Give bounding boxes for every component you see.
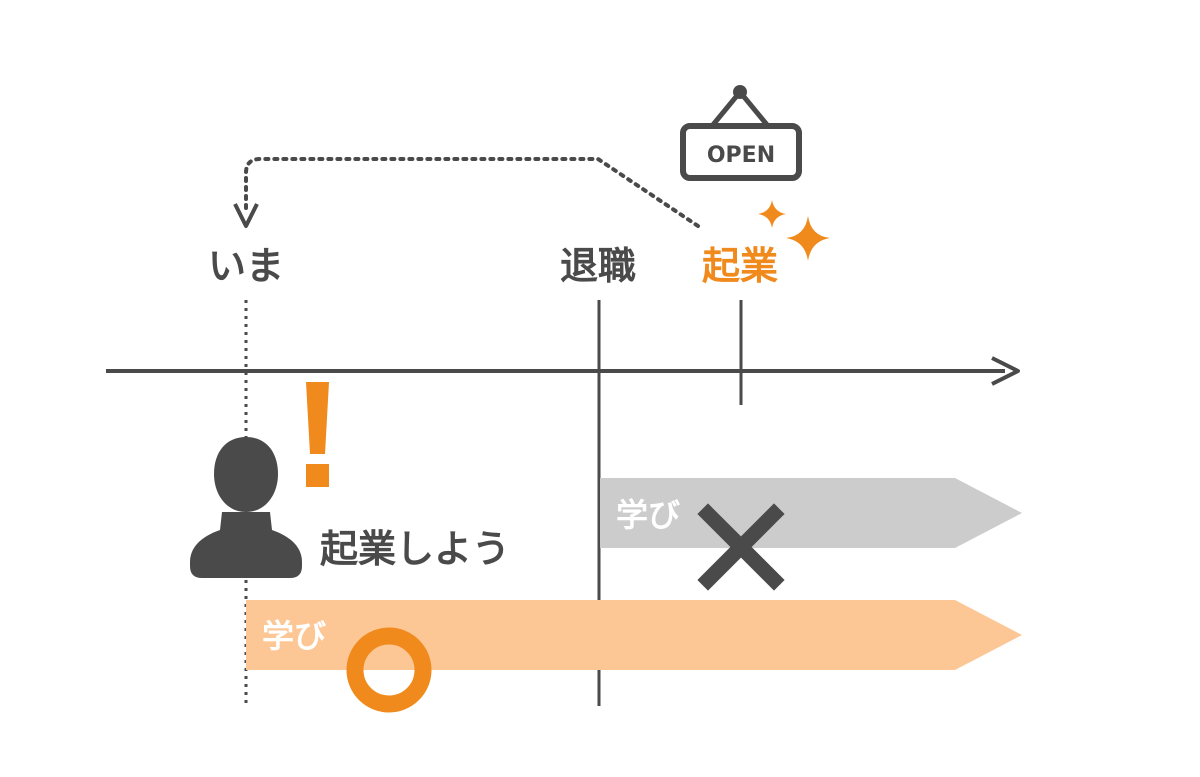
timeline-axis bbox=[106, 356, 1020, 386]
learn-gray-label: 学び bbox=[616, 496, 680, 534]
learn-arrow-orange bbox=[246, 600, 1022, 670]
speech-text: 起業しよう bbox=[320, 527, 510, 571]
circle-mark-icon bbox=[346, 627, 432, 713]
sparkle-icon bbox=[758, 200, 830, 261]
open-sign-icon: OPEN bbox=[680, 85, 802, 181]
exclamation-icon bbox=[306, 382, 329, 487]
label-now: いま bbox=[208, 244, 284, 288]
return-arrow bbox=[233, 157, 700, 228]
open-sign-text: OPEN bbox=[707, 143, 775, 168]
cross-mark-icon bbox=[697, 503, 785, 591]
learn-arrow-gray bbox=[600, 478, 1022, 548]
label-retire: 退職 bbox=[560, 244, 636, 288]
person-silhouette-icon bbox=[190, 437, 302, 578]
learn-orange-label: 学び bbox=[262, 617, 326, 655]
label-startup: 起業 bbox=[702, 244, 778, 288]
